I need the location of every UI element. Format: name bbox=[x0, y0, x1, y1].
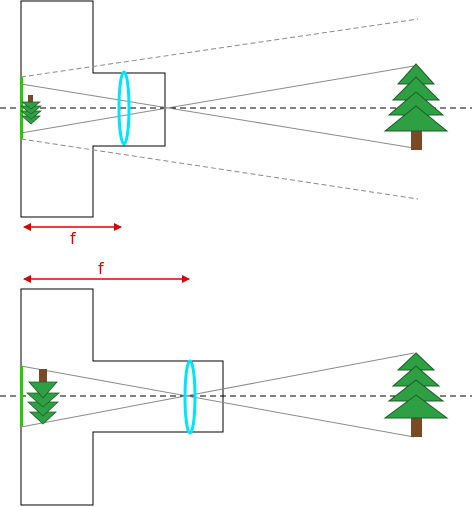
lens-icon bbox=[117, 70, 131, 146]
panel-short-focal-length: f bbox=[0, 0, 472, 248]
focal-length-label: f bbox=[98, 259, 104, 278]
field-of-view-rays bbox=[20, 18, 419, 200]
tree-icon bbox=[383, 63, 449, 150]
tree-icon bbox=[383, 352, 449, 437]
image-sensor-icon bbox=[20, 77, 23, 139]
inverted-tree-image-icon bbox=[25, 369, 61, 425]
image-sensor-icon bbox=[20, 366, 23, 426]
field-of-view-rays bbox=[20, 352, 415, 438]
camera-body-outline bbox=[20, 0, 166, 218]
camera-body-outline bbox=[20, 288, 224, 506]
focal-length-label: f bbox=[70, 229, 76, 248]
panel-long-focal-length: f bbox=[0, 259, 472, 506]
inverted-tree-image-icon bbox=[20, 95, 42, 125]
lens-icon bbox=[183, 359, 197, 435]
